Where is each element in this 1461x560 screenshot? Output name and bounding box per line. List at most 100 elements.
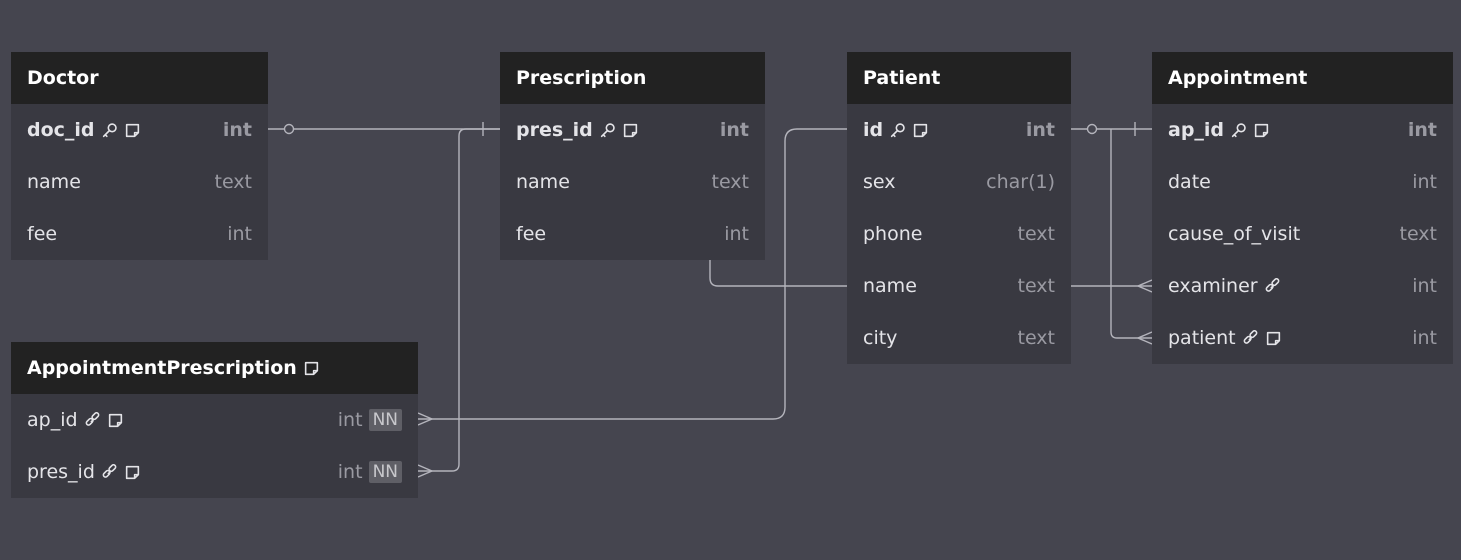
table-header[interactable]: Doctor — [11, 52, 268, 104]
note-icon[interactable] — [107, 412, 124, 429]
column-type: int — [1412, 171, 1437, 193]
column-type: char(1) — [986, 171, 1055, 193]
column-type: int — [1407, 119, 1437, 141]
column-row-cause-of-visit[interactable]: cause_of_visit text — [1152, 208, 1453, 260]
column-name-group: examiner — [1168, 275, 1281, 297]
column-name-group: ap_id — [1168, 119, 1270, 141]
column-type: text — [1017, 223, 1056, 245]
key-icon — [101, 122, 118, 139]
column-name-group: cause_of_visit — [1168, 223, 1300, 245]
relation-patient-appointmentprescription — [418, 128, 847, 420]
column-type: text — [1017, 275, 1056, 297]
column-row-ap-id[interactable]: ap_id int — [1152, 104, 1453, 156]
column-type-group: text — [1400, 223, 1438, 245]
key-icon — [599, 122, 616, 139]
link-icon — [101, 463, 118, 481]
column-type: int — [724, 223, 749, 245]
table-header[interactable]: Appointment — [1152, 52, 1453, 104]
zero-cardinality-marker — [283, 123, 295, 135]
note-icon[interactable] — [303, 360, 320, 377]
column-type: text — [214, 171, 253, 193]
column-name: fee — [516, 223, 547, 245]
note-icon[interactable] — [1253, 122, 1270, 139]
column-type-group: int — [227, 223, 252, 245]
column-name-group: patient — [1168, 327, 1282, 349]
column-name-group: name — [516, 171, 570, 193]
table-title: Appointment — [1168, 67, 1308, 89]
column-type-group: int — [1412, 171, 1437, 193]
column-type-group: text — [712, 171, 750, 193]
table-title: Prescription — [516, 67, 647, 89]
zero-cardinality-marker — [1086, 123, 1098, 135]
key-icon — [1230, 122, 1247, 139]
note-icon[interactable] — [912, 122, 929, 139]
column-name-group: fee — [27, 223, 57, 245]
column-type-group: int — [1412, 275, 1437, 297]
table-header[interactable]: Patient — [847, 52, 1071, 104]
column-type-group: int — [1026, 119, 1055, 141]
column-row-id[interactable]: id int — [847, 104, 1071, 156]
column-type-group: text — [1018, 275, 1056, 297]
relation-patient-appointment-patient — [1110, 129, 1152, 339]
column-row-name[interactable]: name text — [11, 156, 268, 208]
column-name: name — [516, 171, 570, 193]
table-header[interactable]: Prescription — [500, 52, 765, 104]
column-type: text — [1399, 223, 1438, 245]
column-name-group: pres_id — [516, 119, 639, 141]
column-name: fee — [27, 223, 58, 245]
column-name: name — [27, 171, 81, 193]
column-name-group: id — [863, 119, 929, 141]
column-name: pres_id — [516, 119, 593, 141]
column-name: doc_id — [27, 119, 95, 141]
note-icon[interactable] — [124, 122, 141, 139]
column-name: cause_of_visit — [1168, 223, 1301, 245]
table-header[interactable]: AppointmentPrescription — [11, 342, 418, 394]
column-row-name[interactable]: name text — [500, 156, 765, 208]
column-row-date[interactable]: date int — [1152, 156, 1453, 208]
column-row-examiner[interactable]: examiner int — [1152, 260, 1453, 312]
column-row-pres-id[interactable]: pres_id int — [500, 104, 765, 156]
not-null-badge: NN — [368, 461, 402, 483]
link-icon — [84, 411, 101, 429]
column-type-group: char(1) — [986, 171, 1055, 193]
column-type: int — [337, 409, 363, 431]
column-row-name[interactable]: name text — [847, 260, 1071, 312]
note-icon[interactable] — [124, 464, 141, 481]
column-row-fee[interactable]: fee int — [11, 208, 268, 260]
column-name: name — [863, 275, 917, 297]
note-icon[interactable] — [1265, 330, 1282, 347]
column-row-fee[interactable]: fee int — [500, 208, 765, 260]
column-name: id — [863, 119, 884, 141]
table-title: AppointmentPrescription — [27, 357, 297, 379]
column-name: city — [863, 327, 898, 349]
note-icon[interactable] — [622, 122, 639, 139]
column-name-group: ap_id — [27, 409, 124, 431]
column-type: int — [337, 461, 363, 483]
column-name-group: name — [863, 275, 917, 297]
column-type: int — [227, 223, 252, 245]
column-type: int — [719, 119, 749, 141]
many-cardinality-marker — [1136, 279, 1153, 293]
column-name: patient — [1168, 327, 1236, 349]
column-type-group: text — [1018, 327, 1056, 349]
column-name: date — [1168, 171, 1211, 193]
column-row-city[interactable]: city text — [847, 312, 1071, 364]
relation-prescription-patient — [709, 260, 847, 287]
column-type: int — [1412, 275, 1437, 297]
many-cardinality-marker — [1136, 331, 1153, 345]
